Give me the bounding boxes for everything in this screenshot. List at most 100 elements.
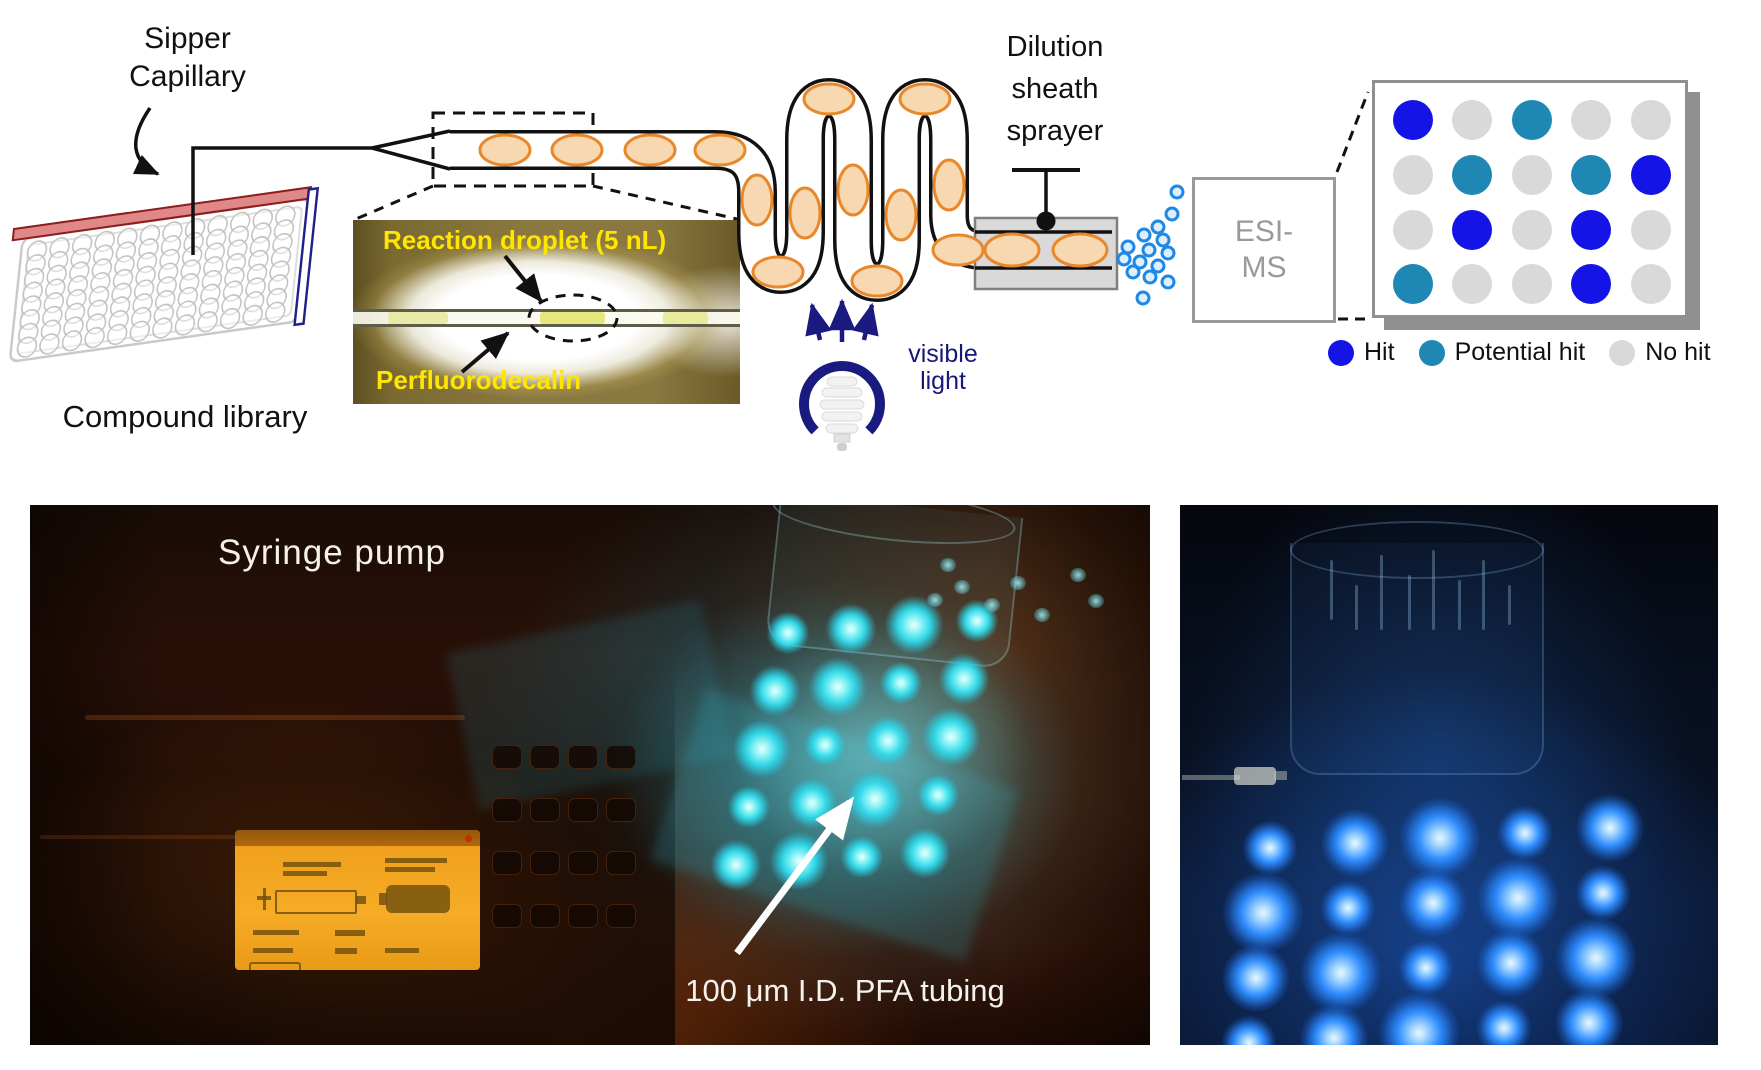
legend-label: Hit xyxy=(1364,338,1395,366)
glowing-droplet xyxy=(922,708,980,766)
spray-droplet xyxy=(1164,206,1180,222)
pump-key xyxy=(530,745,560,769)
spray-droplet xyxy=(1169,184,1185,200)
screen-value xyxy=(335,948,357,954)
glowing-droplet xyxy=(787,778,837,828)
well-result-dot-none xyxy=(1631,210,1671,250)
legend-label: No hit xyxy=(1645,338,1711,366)
glowing-droplet xyxy=(1321,881,1375,935)
droplet xyxy=(898,82,952,116)
zoom-connector xyxy=(592,184,738,221)
glowing-droplet xyxy=(863,716,913,766)
droplet xyxy=(751,255,805,289)
droplet xyxy=(931,233,985,267)
visible-light-line2: light xyxy=(920,367,966,395)
glowing-droplet xyxy=(1399,869,1467,937)
fluorescent-coil-photo xyxy=(1180,505,1718,1045)
glow-speck xyxy=(940,558,956,572)
legend-dot-hit xyxy=(1328,339,1354,366)
pump-key xyxy=(568,904,598,928)
glowing-droplet xyxy=(770,832,828,890)
screen-header xyxy=(235,830,480,846)
glowing-droplet xyxy=(1478,858,1558,938)
legend-item-hit: Hit xyxy=(1328,338,1395,367)
well-result-dot-hit xyxy=(1452,210,1492,250)
glow-speck xyxy=(954,580,970,594)
glow-speck xyxy=(927,593,943,607)
beaker-streak xyxy=(1482,560,1485,630)
glowing-droplet xyxy=(1400,798,1480,878)
droplet xyxy=(983,232,1041,268)
glow-speck xyxy=(1070,568,1086,582)
beaker-streak xyxy=(1380,555,1383,630)
legend-dot-none xyxy=(1609,339,1636,366)
syringe-pump-photo xyxy=(30,505,1150,1045)
spray-droplet xyxy=(1150,219,1166,235)
well-result-dot-potential xyxy=(1393,264,1433,304)
glowing-droplet xyxy=(1321,809,1389,877)
well-result-dot-none xyxy=(1631,264,1671,304)
droplet xyxy=(850,264,904,298)
dilution-line3: sprayer xyxy=(1006,115,1104,147)
glowing-droplet xyxy=(804,724,846,766)
droplet xyxy=(836,163,870,217)
glowing-droplet xyxy=(1223,873,1303,953)
pfa-tubing-label: 100 μm I.D. PFA tubing xyxy=(685,973,1005,1008)
well-result-dot-potential xyxy=(1512,100,1552,140)
esi-ms-line2: MS xyxy=(1241,251,1287,284)
screen-text-line xyxy=(385,858,447,863)
beaker xyxy=(1290,543,1544,775)
plate-red-bar xyxy=(11,186,313,242)
glowing-droplet xyxy=(750,666,800,716)
hit-map-panel xyxy=(1372,80,1688,318)
syringe-plunger-icon xyxy=(257,896,271,900)
pump-key xyxy=(492,904,522,928)
well-result-dot-none xyxy=(1452,264,1492,304)
well-result-dot-none xyxy=(1393,210,1433,250)
light-rays-arrows xyxy=(805,298,879,342)
legend-dot-potential xyxy=(1418,339,1445,366)
pump-key xyxy=(492,745,522,769)
visible-light-line1: visible xyxy=(908,340,978,368)
glowing-droplet xyxy=(846,770,904,828)
pump-key xyxy=(492,798,522,822)
screen-value xyxy=(335,930,365,936)
well-result-dot-none xyxy=(1512,210,1552,250)
dilution-line1: Dilution xyxy=(1006,31,1104,63)
glowing-droplet xyxy=(1243,821,1297,875)
spray-droplet xyxy=(1132,254,1148,270)
glowing-droplet xyxy=(1222,944,1290,1012)
screen-text-line xyxy=(253,948,293,953)
syringe-tip-icon xyxy=(356,896,366,904)
droplet xyxy=(802,82,856,116)
spray-droplet xyxy=(1116,251,1132,267)
glowing-droplet xyxy=(728,786,770,828)
pump-key xyxy=(492,851,522,875)
sipper-capillary-line2: Capillary xyxy=(129,60,246,93)
beaker-streak xyxy=(1432,550,1435,630)
pump-key xyxy=(606,745,636,769)
droplet xyxy=(932,158,966,212)
pump-lcd-screen xyxy=(235,830,480,970)
well-result-dot-hit xyxy=(1571,264,1611,304)
droplet xyxy=(623,133,677,167)
glowing-droplet xyxy=(711,840,761,890)
sheath-inlet-connector xyxy=(1012,168,1080,231)
spray-droplet xyxy=(1136,227,1152,243)
well-result-dot-hit xyxy=(1631,155,1671,195)
glowing-droplet xyxy=(880,662,922,704)
droplet-segment xyxy=(388,312,448,324)
glowing-droplet xyxy=(917,774,959,816)
well-result-dot-hit xyxy=(1571,210,1611,250)
glow-speck xyxy=(1088,594,1104,608)
glowing-droplet xyxy=(826,604,876,654)
sipper-capillary-line xyxy=(191,146,374,255)
glowing-droplet xyxy=(1300,1004,1368,1045)
well-result-dot-none xyxy=(1452,100,1492,140)
pump-key xyxy=(606,798,636,822)
legend-item-none: No hit xyxy=(1609,338,1711,367)
pump-key xyxy=(568,851,598,875)
zoom-region-box xyxy=(431,111,595,188)
glowing-droplet xyxy=(733,720,791,778)
pump-highlight xyxy=(40,835,240,839)
